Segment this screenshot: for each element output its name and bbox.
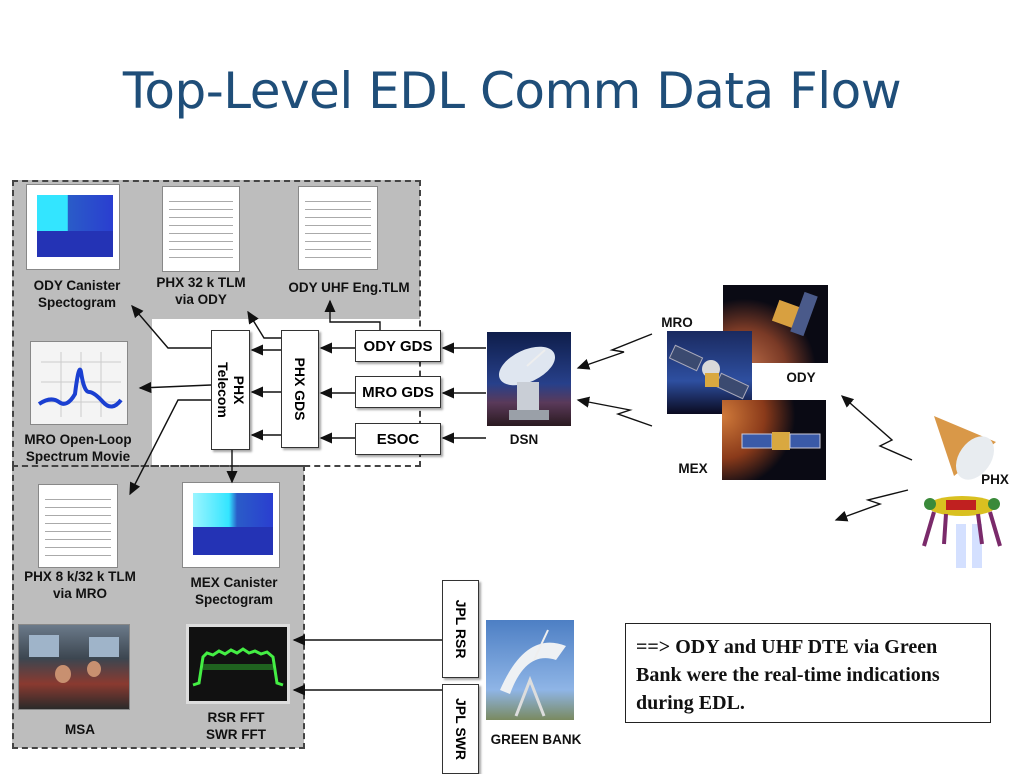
mex-spacecraft-graphic [741,432,821,450]
msa-label: MSA [65,722,95,737]
green-bank-dish-graphic [500,629,566,717]
phx-32k-tlm-label: PHX 32 k TLM via ODY [156,275,246,307]
phx-32k-tlm-table-image [162,186,240,272]
dsn-dish-graphic [498,346,556,420]
jpl-rsr-box: JPL RSR [442,580,479,678]
mro-spacecraft-graphic [668,344,750,400]
ody-spacecraft-graphic [771,291,818,337]
ody-canister-spectrogram-image [26,184,120,270]
phx-8k-32k-tlm-label: PHX 8 k/32 k TLM via MRO [24,569,136,601]
mro-gds-box: MRO GDS [355,376,441,408]
ody-uhf-eng-tlm-table-image [298,186,378,270]
phx-telecom-box: PHX Telecom [211,330,250,450]
phx-cone-image [920,406,1002,482]
ody-label: ODY [786,370,816,385]
phx-lander-image [916,484,1008,568]
mro-open-loop-spectrum-image [30,341,128,425]
ody-uhf-eng-tlm-label: ODY UHF Eng.TLM [288,280,410,295]
phx-label: PHX [981,472,1009,487]
fft-plot-graphic [192,647,284,687]
summary-note: ==> ODY and UHF DTE via Green Bank were … [625,623,991,723]
jpl-swr-box: JPL SWR [442,684,479,774]
phx-aeroshell-graphic [934,416,996,480]
green-bank-label: GREEN BANK [490,732,582,747]
msa-photo-image [18,624,130,710]
phx-8k-32k-tlm-table-image [38,484,118,568]
mex-spacecraft-image [722,400,826,480]
ody-canister-label: ODY Canister Spectogram [33,278,121,310]
phx-gds-box: PHX GDS [281,330,319,448]
mro-label: MRO [661,315,693,330]
spectrum-plot-graphic [37,352,123,417]
mex-label: MEX [678,461,708,476]
rsr-fft-plot-image [186,624,290,704]
dsn-antenna-image [487,332,571,426]
mro-open-loop-label: MRO Open-Loop Spectrum Movie [24,432,132,464]
green-bank-telescope-image [486,620,574,720]
page-title: Top-Level EDL Comm Data Flow [122,62,902,120]
rsr-fft-label: RSR FFT SWR FFT [206,710,266,742]
lower-dashed-border [12,465,305,749]
mex-canister-label: MEX Canister Spectogram [190,575,278,607]
mex-canister-spectrogram-image [182,482,280,568]
dsn-label: DSN [509,432,539,447]
esoc-box: ESOC [355,423,441,455]
ody-gds-box: ODY GDS [355,330,441,362]
phx-lander-graphic [922,496,1002,568]
